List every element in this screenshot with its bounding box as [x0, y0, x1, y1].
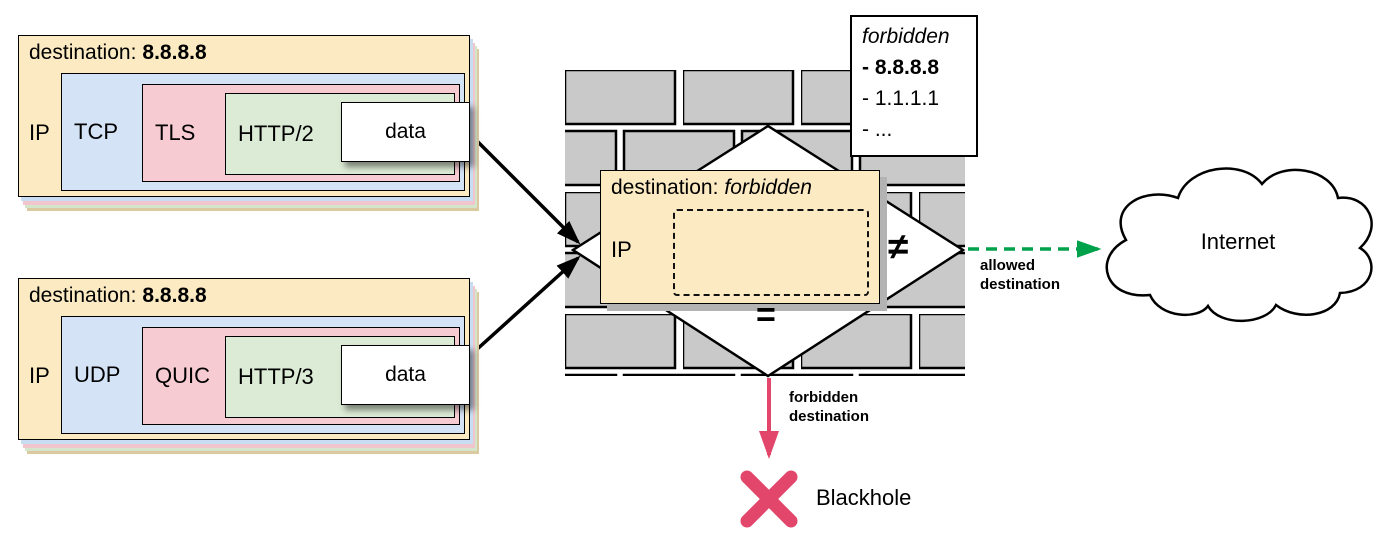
- application-label: HTTP/3: [238, 364, 314, 389]
- blackhole-label: Blackhole: [816, 485, 912, 510]
- destination-label: destination:: [29, 284, 137, 307]
- packet-destination: destination:forbidden: [611, 176, 812, 200]
- payload-label: data: [385, 120, 426, 143]
- payload-box: data: [341, 102, 470, 162]
- transport-label: TCP: [74, 119, 118, 144]
- forbidden-list-title: forbidden: [862, 25, 950, 48]
- internet-label: Internet: [1200, 229, 1276, 254]
- opaque-payload-box: [673, 209, 869, 296]
- arrow-packet-bottom: [472, 255, 581, 354]
- destination-value: 8.8.8.8: [142, 284, 207, 307]
- equal-symbol: =: [756, 296, 776, 334]
- not-equal-symbol: ≠: [888, 226, 909, 267]
- forbidden-list: forbidden - 8.8.8.8 - 1.1.1.1 - ...: [850, 15, 978, 157]
- forbidden-list-item: - 8.8.8.8: [862, 56, 940, 79]
- payload-label: data: [385, 363, 426, 386]
- security-label: QUIC: [155, 363, 210, 388]
- destination-value: 8.8.8.8: [142, 41, 207, 64]
- security-label: TLS: [155, 120, 196, 145]
- layer-label-ip: IP: [29, 363, 50, 388]
- arrow-packet-top: [472, 136, 581, 245]
- transport-label: UDP: [74, 362, 121, 387]
- packet-destination: destination:8.8.8.8: [29, 41, 207, 65]
- layer-label-ip: IP: [29, 120, 50, 145]
- internet-cloud: [1105, 167, 1373, 323]
- firewall-inspected-packet: destination:forbidden IP: [600, 170, 880, 304]
- layer-label-ip: IP: [611, 237, 632, 262]
- destination-label: destination:: [29, 41, 137, 64]
- forbidden-destination-label: forbidden destination: [789, 389, 870, 425]
- blackhole-x: [740, 470, 798, 528]
- forbidden-list-item: - ...: [862, 118, 893, 141]
- packet-http3: destination:8.8.8.8 IP UDP QUIC HTTP/3 d…: [18, 278, 470, 440]
- packet-http2: destination:8.8.8.8 IP TCP TLS HTTP/2 da…: [18, 35, 470, 197]
- application-label: HTTP/2: [238, 121, 314, 146]
- destination-value: forbidden: [724, 176, 812, 199]
- allowed-destination-label: allowed destination: [980, 257, 1061, 293]
- destination-label: destination:: [611, 176, 719, 199]
- layer-transport: UDP QUIC HTTP/3: [61, 316, 465, 434]
- forbidden-list-item: - 1.1.1.1: [862, 87, 940, 110]
- payload-box: data: [341, 345, 470, 405]
- packet-destination: destination:8.8.8.8: [29, 284, 207, 308]
